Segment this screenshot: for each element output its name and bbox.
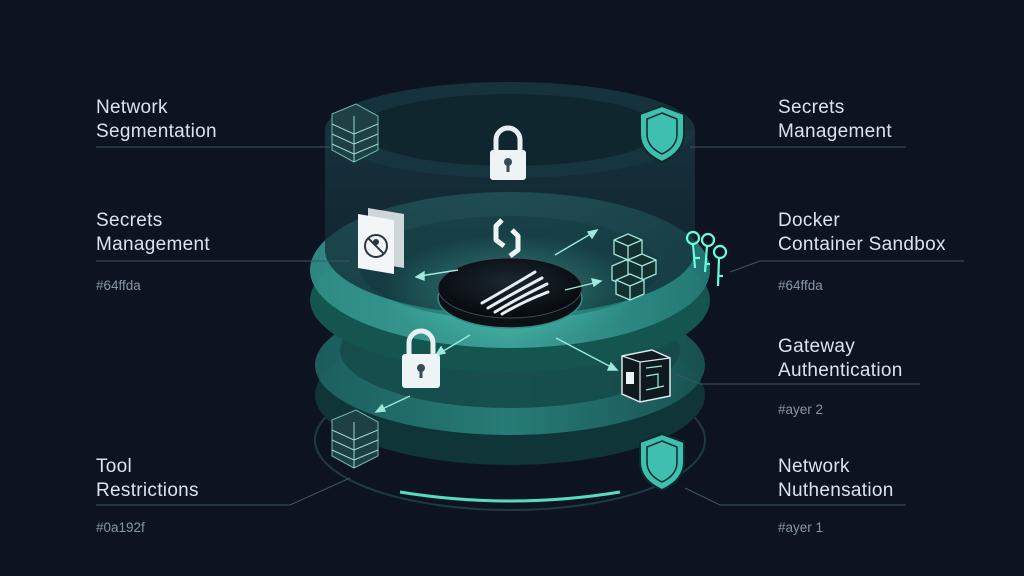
lock-icon	[402, 328, 440, 388]
link-chain-icon	[493, 218, 521, 258]
label-network-nuthensation: Network Nuthensation	[778, 455, 894, 503]
label-network-segmentation: Network Segmentation	[96, 96, 217, 144]
label-tool-restrictions: Tool Restrictions	[96, 455, 199, 503]
meta-left-2: #64ffda	[96, 278, 141, 293]
label-line-2: Management	[96, 234, 210, 255]
connector-lines	[96, 146, 964, 506]
meta-left-3: #0a192f	[96, 520, 145, 535]
label-line-1: Secrets	[778, 97, 845, 118]
circuit-box-icon	[621, 349, 671, 403]
meta-right-2: #64ffda	[778, 278, 823, 293]
label-line-2: Nuthensation	[778, 480, 894, 501]
cubes-icon	[611, 233, 657, 301]
label-line-2: Restrictions	[96, 480, 199, 501]
keys-icon	[685, 230, 728, 287]
label-line-2: Management	[778, 121, 892, 142]
claw-mark-logo	[480, 270, 550, 316]
central-core-disk	[437, 257, 583, 329]
label-line-1: Docker	[778, 210, 840, 231]
shield-icon	[639, 432, 685, 492]
label-secrets-management-right: Secrets Management	[778, 96, 892, 144]
meta-right-3: #ayer 2	[778, 402, 824, 417]
shield-icon	[639, 104, 685, 164]
document-icon	[358, 208, 404, 274]
label-line-2: Authentication	[778, 360, 903, 381]
label-line-1: Gateway	[778, 336, 856, 357]
lock-icon	[490, 125, 526, 180]
label-line-1: Secrets	[96, 210, 163, 231]
firewall-icon	[331, 103, 379, 163]
label-line-1: Tool	[96, 456, 133, 477]
firewall-icon	[331, 409, 379, 469]
label-secrets-management-left: Secrets Management	[96, 209, 210, 257]
meta-right-4: #ayer 1	[778, 520, 824, 535]
label-line-2: Segmentation	[96, 121, 217, 142]
label-gateway-authentication: Gateway Authentication	[778, 335, 903, 383]
label-line-1: Network	[778, 456, 850, 477]
core-arrows	[374, 228, 619, 413]
label-docker-container-sandbox: Docker Container Sandbox	[778, 209, 946, 257]
label-line-1: Network	[96, 97, 168, 118]
label-line-2: Container Sandbox	[778, 234, 946, 255]
